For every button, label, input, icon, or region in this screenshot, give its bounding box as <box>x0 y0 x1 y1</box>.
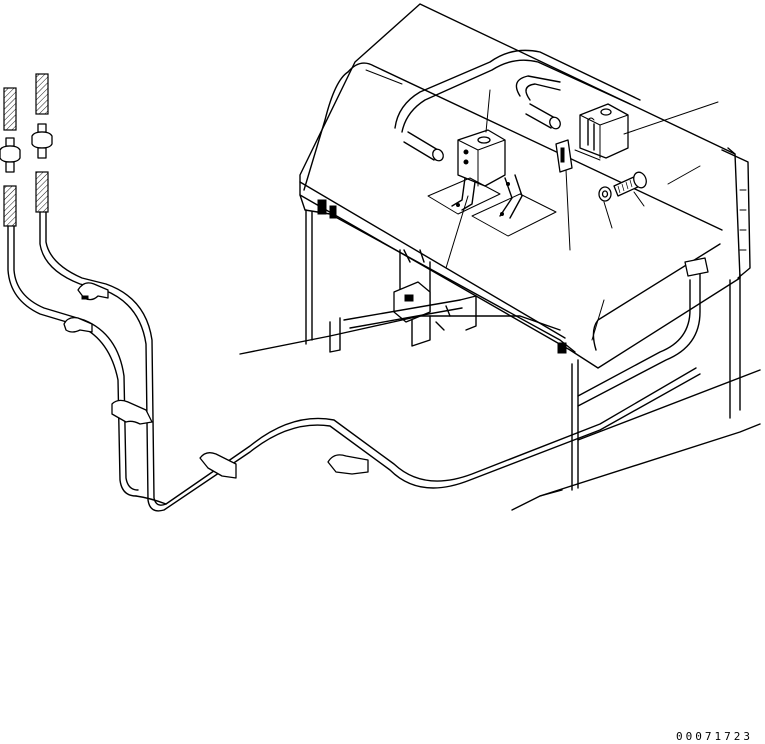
support-pads <box>427 177 557 237</box>
mount-block-left <box>451 129 523 219</box>
clamp-2 <box>63 316 93 333</box>
hose-piece-lower-1 <box>3 185 17 227</box>
mount-block-right <box>579 103 629 159</box>
tank-cover <box>299 3 751 369</box>
hose-piece-lower-2 <box>35 171 49 213</box>
leader-lines <box>365 69 719 341</box>
top-hose-loop <box>394 49 641 162</box>
clamp-3 <box>111 399 153 425</box>
washer <box>598 186 612 202</box>
hose-piece-upper-1 <box>3 87 17 131</box>
bolt <box>613 171 647 197</box>
left-hose-assembly <box>0 73 701 512</box>
clamp-5 <box>327 454 369 475</box>
frame <box>239 209 761 511</box>
clamp-4 <box>199 452 237 479</box>
hose-piece-upper-2 <box>35 73 49 115</box>
fitting-1 <box>0 137 21 173</box>
fitting-2 <box>31 123 53 159</box>
bracket-plate <box>555 139 573 173</box>
drawing-code: 00071723 <box>676 730 753 743</box>
